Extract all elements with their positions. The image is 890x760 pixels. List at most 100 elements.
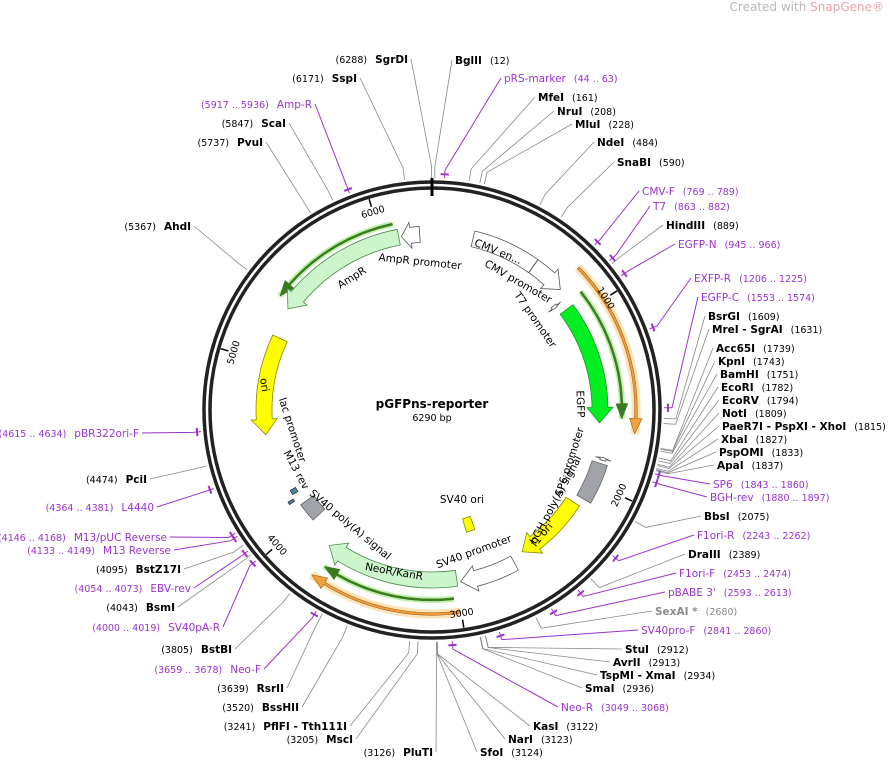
site-name: BamHI — [720, 369, 759, 381]
snapgene-watermark: Created with SnapGene® — [730, 0, 884, 14]
primer-label[interactable]: EGFP-N(945 .. 966) — [678, 239, 780, 251]
feature-neor-kanr[interactable] — [328, 542, 459, 589]
enzyme-site-label[interactable]: MfeI(161) — [538, 92, 598, 104]
primer-label[interactable]: (4615 .. 4634)pBR322ori-F — [0, 428, 139, 440]
leader-line — [149, 465, 207, 480]
enzyme-site-label[interactable]: HindIII(889) — [666, 220, 739, 232]
enzyme-site-label[interactable]: SexAI *(2680) — [655, 606, 737, 618]
primer-label[interactable]: F1ori-F(2453 .. 2474) — [679, 568, 791, 580]
leader-line — [539, 141, 595, 205]
enzyme-site-label[interactable]: SmaI(2936) — [585, 683, 654, 695]
primer-label[interactable]: BGH-rev(1880 .. 1897) — [710, 492, 829, 504]
site-name: T7 — [652, 201, 666, 213]
enzyme-site-label[interactable]: EcoRV(1794) — [722, 395, 798, 407]
enzyme-site-label[interactable]: (4474)PciI — [86, 474, 147, 486]
enzyme-site-label[interactable]: PspOMI(1833) — [719, 447, 803, 459]
enzyme-site-label[interactable]: TspMI - XmaI(2934) — [600, 670, 715, 682]
enzyme-site-label[interactable]: (3205)MscI — [287, 734, 353, 746]
feature-cmv-promoter[interactable] — [528, 259, 561, 290]
enzyme-site-label[interactable]: XbaI(1827) — [721, 434, 787, 446]
enzyme-site-label[interactable]: NotI(1809) — [722, 408, 787, 420]
enzyme-site-label[interactable]: NruI(208) — [557, 106, 616, 118]
site-name: SV40pro-F — [641, 625, 695, 637]
enzyme-site-label[interactable]: (5367)AhdI — [124, 221, 191, 233]
feature-ampr-promoter[interactable] — [400, 221, 421, 250]
enzyme-site-label[interactable]: (4095)BstZ17I — [96, 564, 181, 576]
site-name: pRS-marker — [504, 73, 567, 85]
feature-sv40-promoter[interactable] — [459, 555, 519, 592]
enzyme-site-label[interactable]: DraIII(2389) — [688, 549, 760, 561]
enzyme-site-label[interactable]: Acc65I(1739) — [716, 343, 795, 355]
feature-t7-promoter[interactable] — [548, 301, 561, 313]
primer-label[interactable]: (4133 .. 4149)M13 Reverse — [27, 545, 171, 557]
leader-line — [620, 243, 676, 277]
primer-label[interactable]: (5917 .. 5936)Amp-R — [201, 99, 312, 111]
primer-label[interactable]: (4000 .. 4019)SV40pA-R — [92, 622, 220, 634]
primer-label[interactable]: Neo-R(3049 .. 3068) — [561, 702, 669, 714]
enzyme-site-label[interactable]: SfoI(3124) — [480, 747, 543, 759]
enzyme-site-label[interactable]: MreI - SgrAI(1631) — [712, 324, 822, 336]
feature-sp6-promoter[interactable] — [595, 456, 612, 462]
site-position: (1553 .. 1574) — [747, 293, 815, 304]
enzyme-site-label[interactable]: (4043)BsmI — [106, 602, 175, 614]
site-name: SP6 — [713, 479, 733, 491]
primer-label[interactable]: (4364 .. 4381)L4440 — [46, 502, 154, 514]
primer-label[interactable]: SV40pro-F(2841 .. 2860) — [641, 625, 771, 637]
feature-bgh-poly-a-signal[interactable] — [576, 460, 608, 504]
enzyme-site-label[interactable]: EcoRI(1782) — [721, 382, 793, 394]
enzyme-site-label[interactable]: SnaBI(590) — [617, 157, 685, 169]
primer-label[interactable]: (4054 .. 4073)EBV-rev — [75, 583, 192, 595]
primer-label[interactable]: F1ori-R(2243 .. 2262) — [697, 530, 810, 542]
enzyme-site-label[interactable]: AvrII(2913) — [613, 657, 680, 669]
enzyme-site-label[interactable]: (3805)BstBI — [161, 644, 232, 656]
enzyme-site-label[interactable]: (5847)ScaI — [222, 118, 286, 130]
feature-m13-rev[interactable] — [287, 498, 296, 506]
feature-lac-promoter[interactable] — [289, 486, 299, 496]
feature-sv40-ori[interactable] — [462, 515, 476, 533]
enzyme-site-label[interactable]: BbsI(2075) — [704, 511, 769, 523]
enzyme-site-label[interactable]: KasI(3122) — [533, 721, 598, 733]
enzyme-site-label[interactable]: (6171)SspI — [292, 73, 357, 85]
enzyme-site-label[interactable]: BglII(12) — [455, 55, 509, 67]
leader-line — [560, 161, 615, 218]
enzyme-site-label[interactable]: (3639)RsrII — [217, 683, 284, 695]
primer-label[interactable]: SP6(1843 .. 1860) — [713, 479, 809, 491]
enzyme-site-label[interactable]: ApaI(1837) — [717, 460, 783, 472]
site-name: SfoI — [480, 747, 503, 759]
enzyme-site-label[interactable]: KpnI(1743) — [718, 356, 785, 368]
site-position: (863 .. 882) — [674, 202, 730, 213]
enzyme-site-label[interactable]: BsrGI(1609) — [708, 311, 780, 323]
leader-line — [349, 640, 411, 727]
primer-label[interactable]: pBABE 3'(2593 .. 2613) — [668, 587, 792, 599]
primer-label[interactable]: pRS-marker(44 .. 63) — [504, 73, 618, 85]
enzyme-site-label[interactable]: BamHI(1751) — [720, 369, 798, 381]
primer-label[interactable]: T7 (863 .. 882) — [652, 201, 730, 213]
enzyme-site-label[interactable]: NdeI(484) — [597, 137, 658, 149]
primer-label[interactable]: EXFP-R(1206 .. 1225) — [694, 273, 807, 285]
site-name: BstBI — [201, 644, 232, 656]
feature-ori[interactable] — [250, 334, 288, 436]
enzyme-site-label[interactable]: (6288)SgrDI — [336, 54, 408, 66]
feature-egfp[interactable] — [559, 304, 614, 424]
site-position: (2075) — [738, 512, 770, 523]
enzyme-site-label[interactable]: (5737)PvuI — [197, 137, 263, 149]
enzyme-site-label[interactable]: MluI(228) — [575, 119, 634, 131]
enzyme-site-label[interactable]: StuI(2912) — [625, 644, 689, 656]
enzyme-site-label[interactable]: (3520)BssHII — [222, 702, 299, 714]
tick-mark — [609, 290, 618, 296]
primer-label[interactable]: (3659 .. 3678)Neo-F — [154, 664, 261, 676]
primer-label[interactable]: CMV-F(769 .. 789) — [642, 186, 739, 198]
feature-sv40-poly-a-signal[interactable] — [300, 494, 326, 521]
feature-ampr[interactable] — [286, 228, 401, 310]
enzyme-site-label[interactable]: PaeR7I - PspXI - XhoI(1815) — [722, 421, 886, 433]
primer-label[interactable]: (4146 .. 4168)M13/pUC Reverse — [0, 532, 167, 544]
primer-label[interactable]: EGFP-C(1553 .. 1574) — [701, 292, 815, 304]
enzyme-site-label[interactable]: (3241)PflFI - Tth111I — [224, 721, 347, 733]
feature-f1-ori[interactable] — [521, 496, 581, 554]
enzyme-site-label[interactable]: (3126)PluTI — [364, 747, 433, 759]
enzyme-site-label[interactable]: NarI(3123) — [508, 734, 573, 746]
leader-line — [193, 550, 249, 589]
site-name: EcoRV — [722, 395, 760, 407]
primer-binding-mark — [207, 485, 213, 495]
